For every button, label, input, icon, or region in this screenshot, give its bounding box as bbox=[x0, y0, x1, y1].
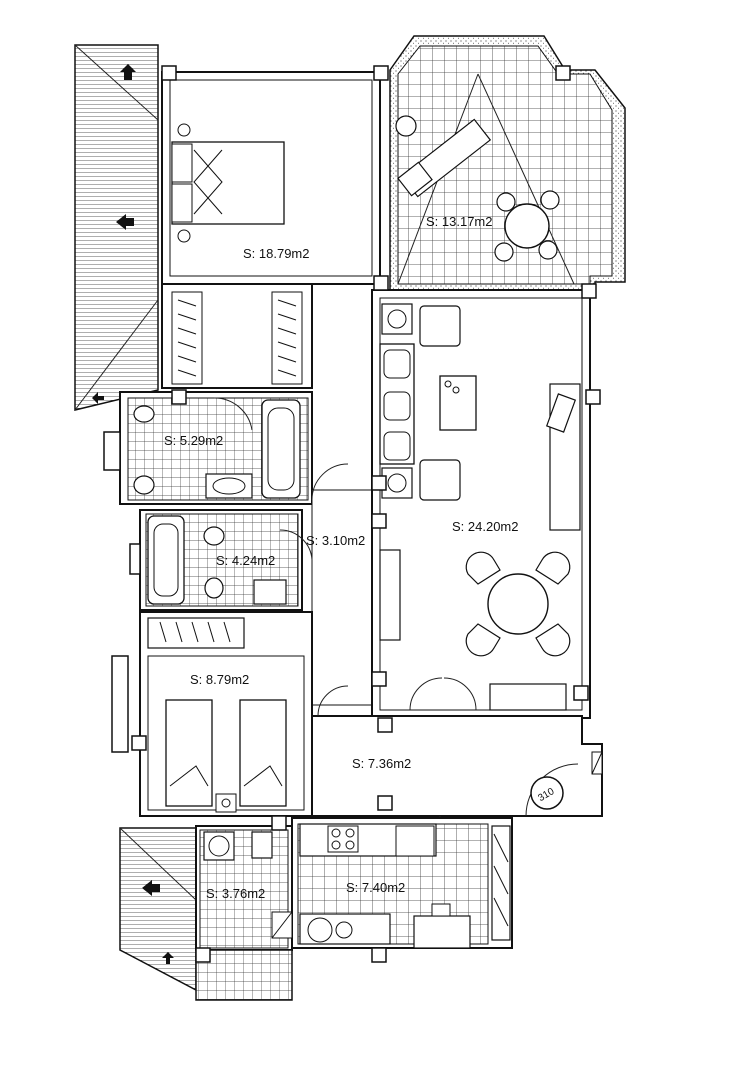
stove-icon bbox=[327, 825, 359, 853]
plant-pot-icon bbox=[395, 115, 417, 137]
room-living bbox=[371, 289, 591, 719]
arrow-down-icon bbox=[162, 952, 174, 964]
room-bathroom-2 bbox=[129, 509, 303, 611]
pantry-icon bbox=[491, 825, 511, 941]
arrow-left-icon bbox=[142, 880, 160, 896]
shelf-icon bbox=[379, 549, 401, 641]
toilet-icon bbox=[203, 526, 225, 546]
window-icon bbox=[103, 431, 121, 471]
dining-table-icon bbox=[465, 551, 571, 657]
area-label-bedroom-master: S: 18.79m2 bbox=[243, 246, 310, 261]
room-hallway bbox=[267, 463, 373, 706]
arrow-left-icon bbox=[116, 214, 134, 230]
sink-icon bbox=[253, 579, 287, 605]
roof-bottom-left bbox=[119, 827, 197, 992]
armchair-icon bbox=[419, 459, 461, 501]
room-bedroom-master bbox=[161, 71, 381, 285]
area-label-bedroom-twin: S: 8.79m2 bbox=[190, 672, 249, 687]
boiler-icon bbox=[251, 831, 273, 859]
terrace-table-icon bbox=[494, 190, 560, 262]
single-bed-icon bbox=[165, 699, 213, 807]
area-label-hallway: S: 3.10m2 bbox=[306, 533, 365, 548]
sink-icon bbox=[307, 917, 333, 943]
room-bedroom-twin bbox=[111, 611, 313, 817]
roof-top-left bbox=[74, 44, 159, 411]
bidet-icon bbox=[133, 475, 155, 495]
sun-lounger-icon bbox=[397, 118, 492, 198]
area-label-living-room: S: 24.20m2 bbox=[452, 519, 519, 534]
bidet-icon bbox=[204, 577, 224, 599]
cabinet-icon bbox=[489, 683, 567, 711]
columns bbox=[131, 65, 601, 963]
armchair-icon bbox=[419, 305, 461, 347]
room-bathroom-1 bbox=[103, 391, 313, 505]
area-label-entrance-hall: S: 7.36m2 bbox=[352, 756, 411, 771]
wardrobe-block bbox=[161, 283, 313, 389]
arrow-up-icon bbox=[120, 64, 136, 80]
room-kitchen bbox=[271, 817, 513, 949]
area-label-laundry: S: 3.76m2 bbox=[206, 886, 265, 901]
side-table-icon bbox=[381, 303, 413, 335]
single-bed-icon bbox=[239, 699, 287, 807]
arrow-left-icon bbox=[92, 392, 104, 404]
fridge-icon bbox=[395, 825, 435, 857]
wardrobe-icon bbox=[147, 617, 245, 649]
terrace bbox=[389, 35, 626, 291]
tv-icon bbox=[545, 393, 577, 433]
unit-number-badge: 310 bbox=[530, 776, 564, 810]
sofa-icon bbox=[379, 343, 415, 465]
window-icon bbox=[129, 543, 141, 575]
window-icon bbox=[111, 655, 129, 753]
area-label-kitchen: S: 7.40m2 bbox=[346, 880, 405, 895]
toilet-icon bbox=[133, 405, 155, 423]
coffee-table-icon bbox=[439, 375, 477, 431]
double-bed-icon bbox=[171, 123, 285, 243]
kitchen-table-icon bbox=[413, 915, 471, 949]
door-swing bbox=[213, 397, 253, 431]
area-label-bathroom-1: S: 5.29m2 bbox=[164, 433, 223, 448]
area-label-terrace: S: 13.17m2 bbox=[426, 214, 493, 229]
area-label-bathroom-2: S: 4.24m2 bbox=[216, 553, 275, 568]
